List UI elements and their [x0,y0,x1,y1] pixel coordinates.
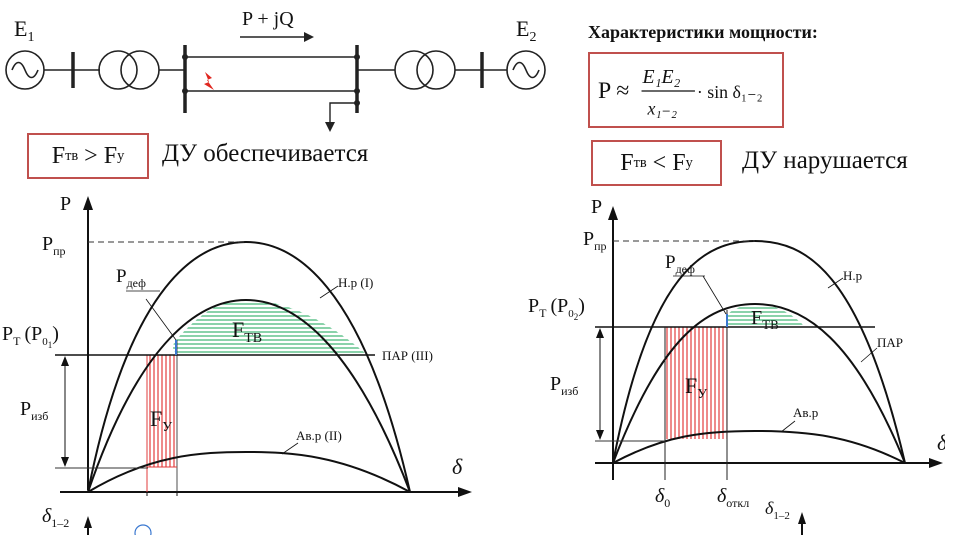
y-axis-label: P [60,193,71,215]
right-condition-text: ДУ нарушается [742,147,908,174]
formula-numerator: E₁E₂ [642,66,681,88]
f-u-label: FУ [685,373,707,402]
formula-lhs: P ≈ [598,78,629,104]
x-axis-bottom-label: δ1–2 [42,505,69,530]
x-axis-arrow-icon [929,458,943,468]
f-tv-area [173,300,365,353]
f-tv-label: FТВ [751,307,779,332]
left-power-angle-chart: P δ Pпр PТ(P01) Pизб Pдеф FТВ FУ Н.р (I)… [2,193,472,535]
p-def-label: Pдеф [116,266,146,290]
x-axis-label: δ [452,454,463,479]
f-tv-area [727,304,805,327]
flow-label: P + jQ [242,8,294,30]
power-scheme: E1 P + jQ E2 [5,8,546,132]
flow-arrow-icon [304,32,314,42]
e1-label: E1 [14,16,34,45]
p-izb-label: Pизб [20,398,48,423]
fault-lightning-icon [204,72,214,90]
x-axis-arrow-icon [458,487,472,497]
curve-fault-label: Ав.р (II) [296,428,342,443]
load-arrow-icon [325,122,335,132]
f-u-label: FУ [150,406,172,435]
curve-normal-label: Н.р [843,268,862,283]
generator-1-icon [5,50,45,90]
curve-post-label: ПАР [877,335,903,350]
curve-fault [87,450,411,493]
curve-normal [87,240,411,493]
generator-2-icon [506,50,546,90]
y-axis-label: P [591,196,602,218]
curve-post-fault [612,302,906,464]
transformer-1-icon [98,50,160,90]
power-characteristics-heading: Характеристики мощности: [588,22,818,42]
curve-fault-label: Ав.р [793,405,818,420]
y-axis-arrow-icon [608,206,618,220]
e2-label: E2 [516,16,536,45]
small-circle-icon [134,524,152,535]
p-def-label: Pдеф [665,252,695,276]
transformer-2-icon [394,50,456,90]
p-izb-label: Pизб [550,373,578,398]
x-axis-bottom-label: δ1–2 [765,498,790,522]
curve-fault [612,429,906,464]
y-axis-arrow-icon [83,196,93,210]
left-condition-text: ДУ обеспечивается [162,140,369,167]
curve-normal-label: Н.р (I) [338,275,373,290]
right-power-angle-chart: P δ Pпр PТ(P02) Pизб Pдеф FТВ FУ Н.р ПАР… [528,196,945,535]
p-t-label: PТ(P01) [2,323,59,350]
delta0-label: δ0 [655,485,670,510]
formula: P ≈ E₁E₂ x₁₋₂ · sin δ₁₋₂ [598,66,763,119]
p-max-label: Pпр [583,228,607,253]
delta-off-label: δоткл [717,485,749,510]
x-axis-label: δ [937,430,945,455]
p-t-label: PТ(P02) [528,295,585,322]
curve-post-label: ПАР (III) [382,348,433,363]
f-u-area [147,355,177,467]
formula-box: P ≈ E₁E₂ x₁₋₂ · sin δ₁₋₂ [588,52,784,128]
formula-denominator: x₁₋₂ [646,99,677,119]
p-max-label: Pпр [42,233,66,258]
curve-post-fault [87,298,411,493]
formula-tail: · sin δ₁₋₂ [697,82,763,102]
f-tv-label: FТВ [232,317,262,346]
